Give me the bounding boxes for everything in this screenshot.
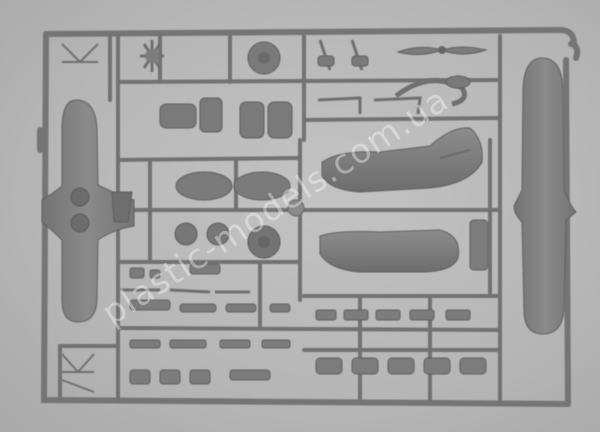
sprue-frame [37,26,581,407]
small-parts [129,219,489,385]
engine-parts [140,40,281,75]
right-wing [513,57,577,335]
cockpit-parts [159,97,293,201]
wheels [174,199,305,259]
fuselage-lower [319,229,460,273]
propeller [396,46,488,56]
left-wing [41,99,135,323]
inner-runners [58,34,502,402]
truss-parts [61,43,99,393]
tail-parts [317,55,471,89]
